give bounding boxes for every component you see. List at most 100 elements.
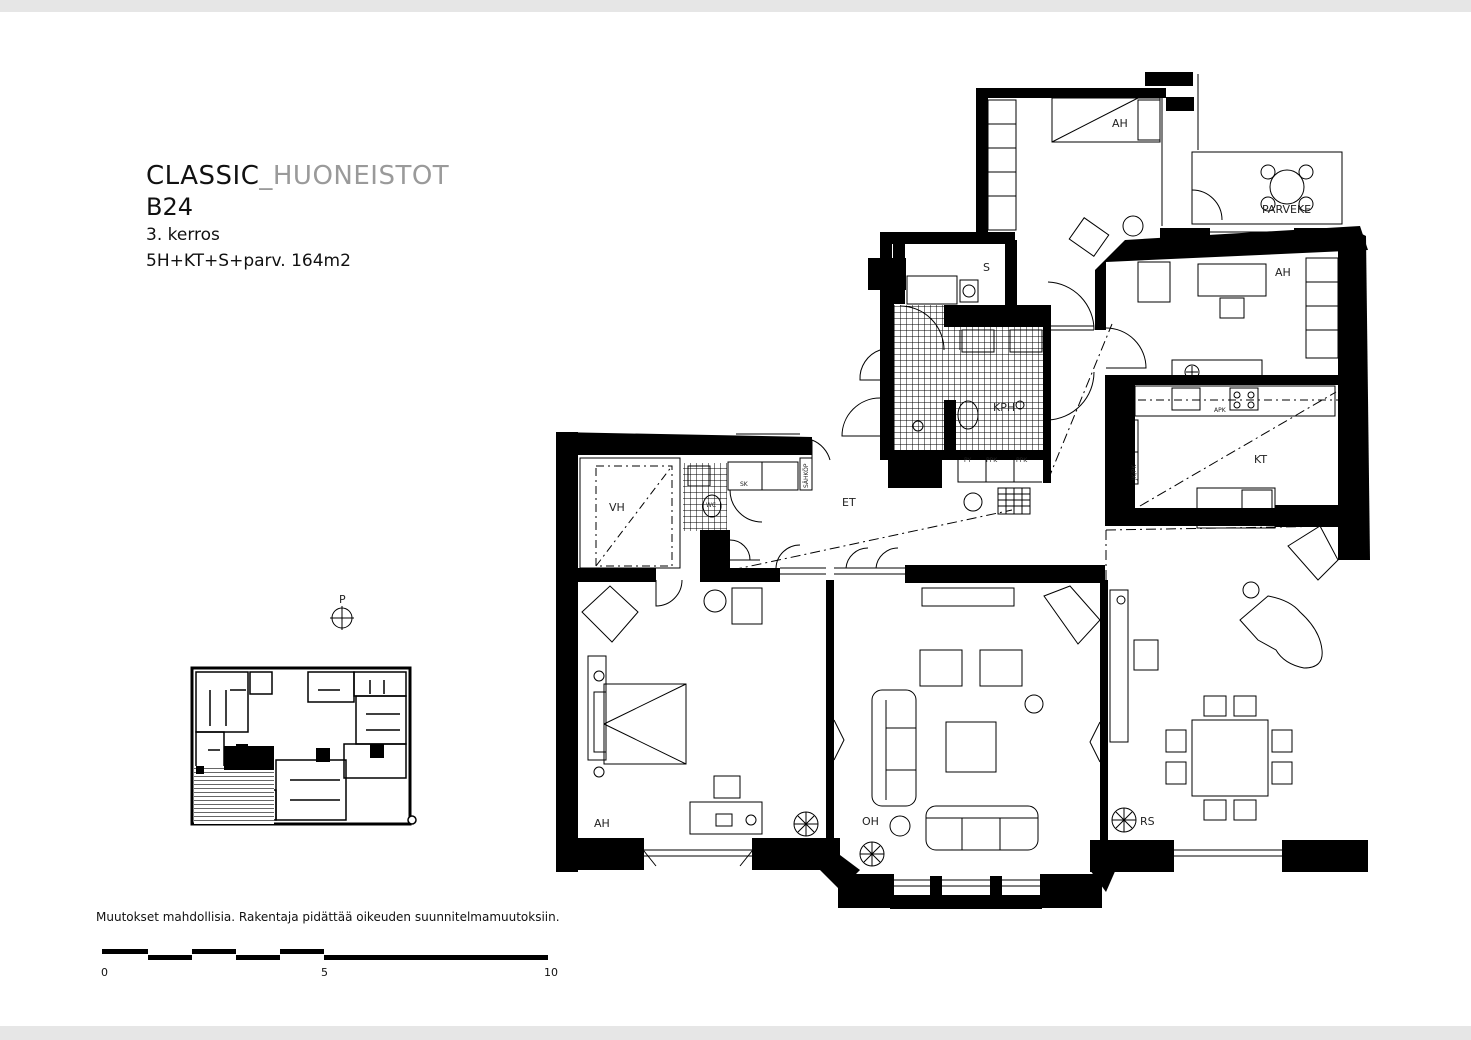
wc-tiles: [683, 463, 727, 531]
scale-bar: [102, 949, 548, 960]
dining-table: [1191, 719, 1269, 797]
vh-wardrobe: [595, 465, 673, 567]
key-plan-apartment-highlight: [194, 766, 274, 824]
lamp: [1116, 595, 1126, 605]
plant-kitchen: [1184, 364, 1200, 380]
wall-segment: [556, 838, 644, 870]
key-plan-apartment: [224, 746, 274, 770]
wall-segment: [976, 88, 1166, 98]
wall-segment: [880, 232, 1015, 244]
sideboard: [1109, 589, 1129, 743]
room-label-vh: VH: [609, 501, 625, 514]
ceiling-line: [731, 323, 1339, 840]
room-labels: AH PARVEKE S KPH AH KT VH ET WC SK SÄHKÖ…: [594, 117, 1311, 830]
room-label-sauna: S: [983, 261, 990, 274]
utility-cabinet: [761, 461, 799, 491]
room-label-kitchen: KT: [1254, 453, 1267, 466]
series-subtitle: _HUONEISTOT: [259, 161, 450, 191]
scale-segment: [192, 949, 236, 954]
opening: [780, 567, 826, 575]
wall-segment: [1100, 580, 1108, 842]
wall-segment: [930, 876, 942, 900]
lamp: [1024, 694, 1044, 714]
wall-segment: [905, 565, 1105, 583]
lamp: [889, 815, 911, 837]
corner-cabinet: [1287, 525, 1339, 581]
kitchen-island: [1196, 487, 1276, 529]
disclaimer-text: Muutokset mahdollisia. Rakentaja pidättä…: [96, 910, 560, 924]
window-rs: [1174, 849, 1282, 857]
plant-ah: [793, 811, 819, 837]
apartment-summary: 5H+KT+S+parv. 164m2: [146, 251, 351, 271]
wardrobe: [987, 99, 1017, 231]
plant-oh: [859, 841, 885, 867]
north-compass: P: [330, 593, 354, 630]
wall-segment: [1294, 228, 1354, 242]
wall-segment: [944, 305, 1046, 327]
burner: [1233, 391, 1241, 399]
window-ah-left: [639, 845, 757, 867]
window-oh: [894, 879, 1040, 887]
desk: [689, 801, 763, 835]
laptop: [715, 813, 733, 827]
opening: [834, 567, 905, 575]
scale-segment: [148, 955, 192, 960]
sofa-cushions: [885, 700, 916, 800]
compass-cross: [330, 606, 354, 630]
piano-stool: [1242, 581, 1260, 599]
door-swing: [845, 547, 899, 569]
wall-segment: [700, 530, 730, 582]
wc-sink: [687, 465, 711, 487]
door-swing: [1047, 281, 1095, 331]
wall-segment: [1145, 72, 1193, 86]
sauna-bench: [906, 275, 958, 305]
wall-segment: [1090, 840, 1174, 872]
chair: [1219, 297, 1245, 319]
window-vh: [736, 433, 800, 439]
room-label-dining: RS: [1140, 815, 1155, 828]
balcony-chair: [1298, 196, 1314, 212]
electric-cabinet: [799, 457, 813, 491]
walls: [556, 72, 1370, 909]
hall-room: [579, 457, 681, 569]
top-band: [0, 0, 1471, 12]
wall-segment: [556, 568, 656, 582]
sofa-cushions: [926, 817, 1038, 850]
wall-segment: [944, 400, 956, 460]
window-ah-right: [1210, 231, 1294, 239]
sofa-bottom: [925, 805, 1039, 851]
door-swing: [729, 489, 763, 523]
door-swing: [841, 397, 881, 437]
scale-label-5: 5: [321, 966, 328, 979]
chair: [1233, 695, 1257, 717]
room-label-ppk2: PPK: [1016, 457, 1028, 464]
wall-segment: [1105, 375, 1338, 385]
balcony-outline: [1191, 151, 1343, 225]
lamp: [703, 589, 727, 613]
sink: [1009, 329, 1043, 353]
burner: [1247, 401, 1255, 409]
series-name: CLASSIC: [146, 161, 260, 191]
wall-segment: [1043, 305, 1051, 483]
balcony-chair: [1260, 196, 1276, 212]
window-niche: [833, 719, 1101, 763]
wardrobe: [1305, 257, 1339, 359]
balcony-table: [1269, 169, 1305, 205]
wardrobe-doors: [1306, 281, 1338, 331]
scale-segment: [280, 949, 324, 954]
burner: [1247, 391, 1255, 399]
toilet: [957, 400, 979, 430]
room-label-ah-top: AH: [1112, 117, 1128, 130]
wardrobe-doors: [988, 123, 1016, 197]
wall-segment: [1338, 228, 1370, 560]
door-swing: [775, 544, 801, 569]
wall-segment: [1275, 505, 1340, 527]
wall-segment: [556, 455, 578, 580]
wall-segment: [888, 458, 942, 488]
fixtures: [579, 74, 1343, 887]
door-swing: [655, 579, 683, 607]
double-bed: [603, 683, 687, 765]
chair: [1203, 799, 1227, 821]
sauna-heater: [959, 279, 979, 303]
